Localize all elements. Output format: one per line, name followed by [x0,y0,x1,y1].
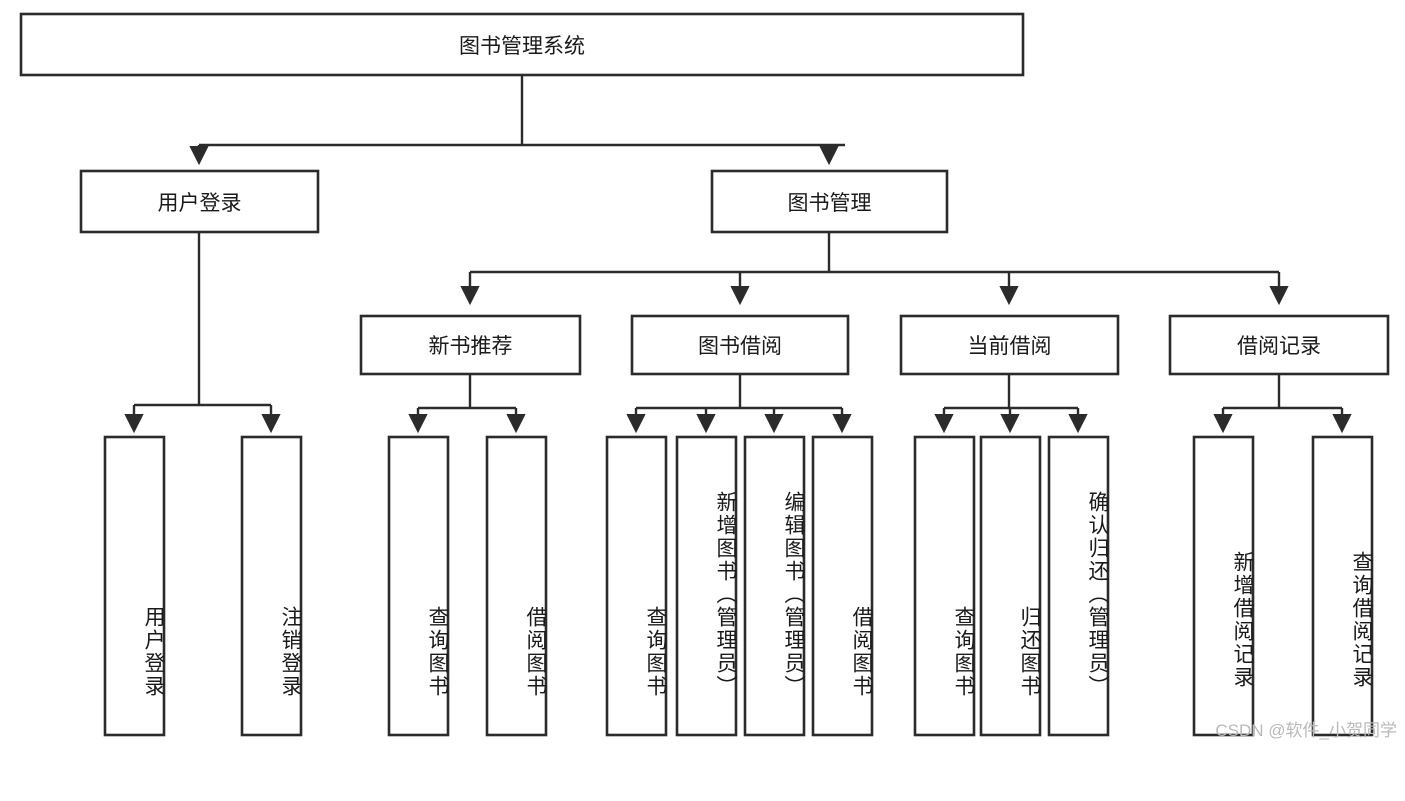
node-box-leaf-new-book-1[interactable] [485,435,548,737]
node-box-borrow-record[interactable] [1168,314,1390,376]
node-box-leaf-user-login-0[interactable] [103,435,166,737]
connector-root-to-level2 [189,76,845,166]
node-box-leaf-book-borrow-2[interactable] [743,435,806,737]
node-box-leaf-book-borrow-0[interactable] [605,435,668,737]
node-box-leaf-current-borrow-2[interactable] [1047,435,1110,737]
connector-borrowrecord-to-leaves [1213,374,1352,434]
node-box-leaf-borrow-record-0[interactable] [1192,435,1255,737]
node-box-root[interactable] [19,12,1025,77]
connector-bookmgmt-to-level3 [460,232,1289,306]
node-box-current-borrow[interactable] [899,314,1120,376]
node-box-leaf-book-borrow-3[interactable] [811,435,874,737]
node-box-leaf-new-book-0[interactable] [387,435,450,737]
node-box-leaf-current-borrow-1[interactable] [979,435,1042,737]
connector-currentborrow-to-leaves [934,374,1088,434]
hierarchy-diagram-svg [19,12,1390,737]
diagram-canvas-root: 图书管理系统 用户登录 图书管理 新书推荐 图书借阅 当前借阅 借阅记录 用户登… [19,12,1397,740]
node-box-new-book-recommend[interactable] [359,314,582,376]
node-box-leaf-user-login-1[interactable] [240,435,303,737]
node-box-book-borrow[interactable] [630,314,850,376]
node-box-leaf-borrow-record-1[interactable] [1311,435,1374,737]
node-box-user-login[interactable] [79,169,320,234]
connector-bookborrow-to-leaves [626,374,852,434]
connector-userlogin-to-leaves [124,232,281,434]
node-box-leaf-current-borrow-0[interactable] [913,435,976,737]
node-box-leaf-book-borrow-1[interactable] [675,435,738,737]
connector-newbook-to-leaves [408,374,526,434]
node-box-book-management[interactable] [710,169,949,234]
